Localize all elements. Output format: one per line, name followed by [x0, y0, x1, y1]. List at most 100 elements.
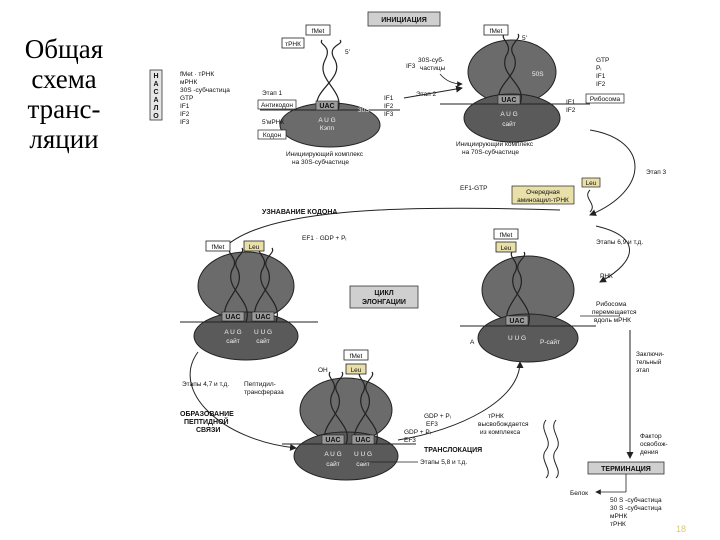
product-item: 30 S -субчастица	[610, 504, 662, 512]
codon-uug-4: U U G	[354, 451, 372, 458]
initiation-header	[367, 11, 441, 27]
leu-box-next	[581, 177, 601, 188]
next-trna-box	[511, 185, 575, 205]
cap-label: Кэпп	[320, 125, 335, 132]
anticodon-uac: UAC	[319, 103, 334, 110]
ribosome-box	[585, 93, 625, 104]
fmet-label-5: fMet	[500, 232, 513, 239]
stage3-label: Этап 3	[646, 169, 667, 176]
leu-label-5: Leu	[501, 245, 512, 252]
if1-c: IF1	[566, 99, 576, 106]
next-trna-helix	[587, 189, 593, 213]
elongation-header-1: ЦИКЛ	[374, 290, 393, 297]
ef3-label-c: EF3	[404, 437, 416, 444]
complex-70s-line1: Инициирующий комплекс	[456, 140, 534, 148]
component-item: fMet · тРНК	[180, 71, 214, 78]
fmet-label-3: fMet	[212, 244, 225, 251]
arrow-stage2	[403, 85, 463, 99]
fmet-label-1: fMet	[312, 28, 325, 35]
codon-uug-5: U U G	[508, 335, 526, 342]
start-letter-4: А	[153, 97, 158, 104]
leu-label-next: Leu	[586, 180, 597, 187]
released-trna-helix-2	[553, 419, 559, 479]
start-letter-5: Л	[154, 105, 159, 112]
leu-box-3	[243, 240, 265, 252]
elongation-header-2: ЭЛОНГАЦИИ	[362, 299, 406, 306]
initiation-header-text: ИНИЦИАЦИЯ	[381, 17, 427, 24]
component-item: GTP	[180, 95, 193, 102]
component-item: IF3	[180, 119, 190, 126]
stages-47-label: Этапы 4,7 и т.д.	[182, 381, 229, 388]
trna-release-3: из комплекса	[480, 429, 521, 436]
arrow-stage3	[589, 129, 636, 216]
stage1-label: Этап 1	[262, 90, 283, 97]
if2-b: IF2	[596, 81, 606, 88]
arrow-stages-69	[595, 225, 630, 283]
anticodon-aac-3: UAC	[255, 314, 270, 321]
products-list: 50 S -субчастица 30 S -субчастица мРНК т…	[610, 496, 662, 528]
leu-box-4	[345, 363, 367, 375]
if1-a: IF1	[384, 95, 394, 102]
product-item: мРНК	[610, 513, 627, 520]
ef1-gdp-label: EF1 · GDP + Pᵢ	[302, 235, 346, 242]
leu-box-5	[495, 241, 517, 253]
gdp-pi-label: GDP + Pᵢ	[424, 413, 451, 420]
product-item: 50 S -субчастица	[610, 496, 662, 504]
five-prime-1: 5'	[345, 49, 350, 56]
ribosome-recognition: UAC UAC A U G U U G сайт сайт	[180, 247, 318, 361]
site-4a: сайт	[326, 460, 339, 468]
protein-label: Белок	[570, 490, 588, 497]
final-stage-1: Заключи-	[636, 351, 664, 358]
fmet-box-1	[305, 24, 331, 36]
stages-58-label: Этапы 5,8 и т.д.	[420, 459, 467, 466]
complex-70s-line2: на 70S-субчастице	[462, 148, 519, 156]
released-trna-helix	[543, 419, 549, 479]
title-line-2: схема	[31, 64, 97, 94]
gtp-label: GTP	[596, 57, 609, 64]
component-item: IF2	[180, 111, 190, 118]
a-label: A	[470, 339, 475, 346]
start-letter-1: Н	[153, 73, 158, 80]
termination-header-text: ТЕРМИНАЦИЯ	[601, 466, 651, 473]
fmet-box-5	[493, 228, 519, 240]
site-3b: сайт	[256, 337, 269, 345]
codon-uug-3: U U G	[254, 329, 272, 336]
slide-title: Общая схема транс- ляции	[8, 34, 120, 154]
mrna-5prime: 5'мРНК	[262, 119, 284, 126]
if3-b: IF3	[406, 63, 416, 70]
leu-label-3: Leu	[249, 244, 260, 251]
release-factor-3: дения	[640, 449, 659, 456]
ribosome-70s-complex: UAC A U G сайт 50S	[440, 33, 590, 143]
anticodon-box	[257, 99, 297, 110]
components-list: fMet · тРНК мРНК 30S -субчастица GTP IF1…	[180, 71, 230, 126]
trna-release-1: тРНК	[488, 413, 504, 420]
fmet-box-2	[483, 24, 509, 36]
leu-label-4: Leu	[351, 367, 362, 374]
component-item: мРНК	[180, 79, 197, 86]
final-stage-3: этап	[636, 367, 650, 374]
stages-69-label: Этапы 6,9 и т.д.	[596, 239, 643, 246]
ribosome-moves-1: Рибосома	[596, 300, 627, 308]
s30-particles-1: 30S-суб-	[418, 56, 444, 64]
product-item: тРНК	[610, 521, 626, 528]
title-line-1: Общая	[24, 34, 104, 64]
title-line-4: ляции	[29, 124, 99, 154]
if2-c: IF2	[566, 107, 576, 114]
start-vertical-box	[149, 69, 163, 121]
ef3-label-b: GDP + Pᵢ	[404, 429, 431, 436]
ribosome-box-text: Рибосома	[590, 95, 621, 103]
if3-a: IF3	[384, 111, 394, 118]
next-trna-2: аминоацил-тРНК	[517, 197, 569, 204]
p-site-5: P-сайт	[540, 338, 560, 346]
codon-aug-2: A U G	[500, 111, 517, 118]
ribosome-30s-complex: UAC A U G Кэпп 30S	[260, 39, 400, 148]
codon-box	[257, 129, 287, 140]
component-item: 30S -субчастица	[180, 86, 230, 94]
codon-recognition-label: УЗНАВАНИЕ КОДОНА	[262, 209, 337, 216]
translocation-label: ТРАНСЛОКАЦИЯ	[424, 447, 482, 454]
arrow-translocation	[397, 361, 524, 441]
five-prime-2: 5'	[522, 35, 527, 42]
release-factor-2: освобож-	[640, 440, 668, 448]
anticodon-uac-4: UAC	[325, 437, 340, 444]
